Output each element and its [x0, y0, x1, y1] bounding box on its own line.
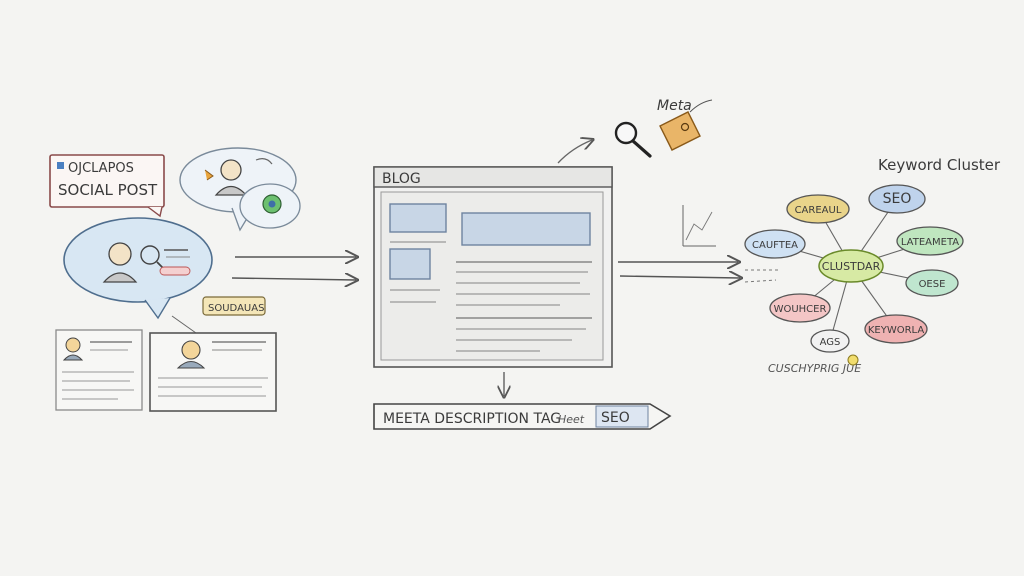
- cluster-node-label: OESE: [919, 279, 946, 290]
- speech-bubble-main: [63, 217, 213, 320]
- cluster-center-node: CLUSTDAR: [818, 249, 884, 283]
- seo-label: SEO: [601, 410, 630, 426]
- cluster-node-label: WOUHCER: [774, 304, 827, 315]
- cluster-node-label: LATEAMETA: [901, 237, 959, 248]
- cluster-node: OESE: [905, 269, 959, 297]
- cluster-node-label: CAREAUL: [795, 205, 842, 216]
- meta-description-text: MEETA DESCRIPTION TAG: [383, 411, 561, 427]
- blog-title: BLOG: [382, 171, 421, 187]
- cluster-title: Keyword Cluster: [878, 156, 1001, 174]
- image-placeholder: [389, 248, 431, 280]
- avatar: [65, 337, 81, 353]
- cluster-node: WOUHCER: [769, 293, 831, 323]
- cluster-node-label: AGS: [820, 337, 841, 348]
- meta-label: Meta: [657, 98, 692, 114]
- search-icon: [140, 245, 160, 265]
- keyword-cluster: Keyword Cluster CLUSTDAR CAREAUL SEO CAUFT…: [744, 156, 1001, 375]
- cluster-center-label: CLUSTDAR: [822, 260, 881, 273]
- cluster-node-label: CAUFTEA: [752, 240, 798, 251]
- arrows-social-to-blog: [231, 257, 356, 280]
- avatar: [181, 340, 201, 360]
- post-card-right: [149, 332, 277, 412]
- cluster-dashed-lines: [744, 269, 778, 283]
- cluster-node: CAUFTEA: [744, 229, 806, 259]
- cluster-node-label: KEYWORLA: [868, 325, 924, 336]
- cluster-node: CAREAUL: [786, 194, 850, 224]
- bulb-icon: [847, 354, 859, 366]
- social-post-title: SOCIAL POST: [58, 181, 158, 199]
- social-post-label-box: OJCLAPOS SOCIAL POST: [49, 154, 165, 218]
- arrows-blog-to-cluster: [618, 262, 740, 278]
- image-placeholder: [389, 203, 447, 233]
- meta-description-bar: MEETA DESCRIPTION TAG Heet SEO: [373, 403, 672, 430]
- cluster-caption: CUSCHYPRIG JUE: [768, 362, 861, 375]
- cluster-nodes: CAREAUL SEO CAUFTEA LATEAMETA OESE WOUHCER KEY…: [744, 184, 964, 353]
- social-brand-text: OJCLAPOS: [68, 161, 134, 176]
- meta-tag-group: Meta: [614, 98, 713, 158]
- social-post-group: OJCLAPOS SOCIAL POST: [49, 147, 301, 412]
- blog-window: BLOG: [373, 166, 613, 368]
- image-placeholder: [461, 212, 591, 246]
- avatar: [108, 242, 132, 266]
- post-card-left: [55, 329, 143, 411]
- avatar: [220, 159, 242, 181]
- arrow-blog-to-meta: [557, 140, 592, 164]
- cluster-node: LATEAMETA: [896, 226, 964, 256]
- social-app-icon: [57, 162, 64, 169]
- cluster-node: SEO: [868, 184, 926, 214]
- mini-sketch-chart: [682, 205, 716, 247]
- tag-icon: [659, 111, 701, 151]
- meta-description-extra: Heet: [558, 413, 585, 426]
- cluster-node: KEYWORLA: [864, 314, 928, 344]
- speech-bubble-small: [239, 183, 301, 229]
- cluster-node: AGS: [810, 329, 850, 353]
- cluster-node-label: SEO: [883, 191, 912, 207]
- search-icon: [614, 121, 638, 145]
- badge-text: SOUDAUAS: [208, 303, 264, 314]
- hashtag-badge: SOUDAUAS: [202, 296, 266, 316]
